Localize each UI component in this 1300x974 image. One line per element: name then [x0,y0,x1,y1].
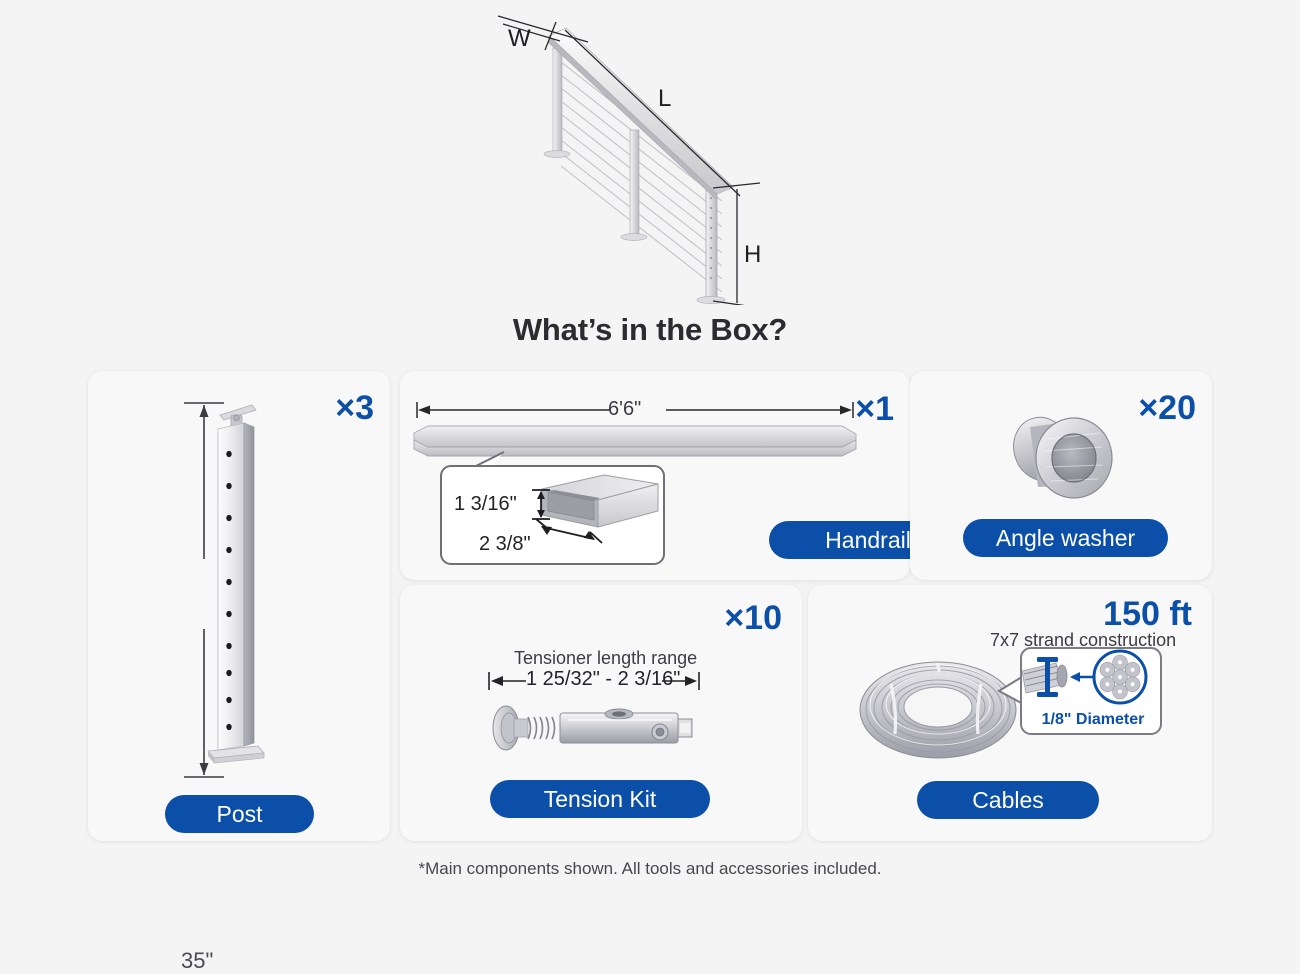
quantity-badge-tension-kit: ×10 [724,599,782,637]
post-illustration [207,404,265,764]
card-handrail[interactable]: ×1 6'6" [400,371,967,580]
handrail-beam [548,27,734,201]
post-cable-holes [226,450,232,731]
card-angle-washer[interactable]: ×20 [910,371,1212,580]
cable-segment [1021,662,1068,694]
handrail-bar-illustration [413,425,857,457]
cable-construction-label: 7x7 strand construction [990,630,1177,650]
quantity-badge-cables: 150 ft [1103,595,1192,633]
post-base-plate [207,745,265,764]
label-pill-tension-kit[interactable]: Tension Kit [490,780,710,818]
left-post [543,47,571,158]
dimension-label-l: L [658,85,671,112]
angle-washer-illustration [1013,416,1113,499]
post-dimension-line [184,402,224,778]
handrail-length-dimension [416,402,854,418]
handrail-profile-height-label: 1 3/16" [454,493,517,515]
cable-diameter-callout: 1/8" Diameter [1020,647,1162,735]
page-title: What’s in the Box? [512,312,788,347]
cable-coil-illustration [859,661,1017,759]
components-grid: ×3 [88,371,1212,973]
tensioner-range-value: 1 25/32" - 2 3/16" [526,668,681,690]
cable-strand-diagram [1021,649,1148,705]
post-dimension-label: 35" [181,948,214,973]
cable-diameter-label: 1/8" Diameter [1041,711,1145,728]
label-pill-cables[interactable]: Cables [917,781,1099,819]
quantity-badge-angle-washer: ×20 [1138,389,1196,427]
dimension-label-h: H [744,241,761,268]
right-post [696,185,726,304]
tensioner-range-dimension [488,672,700,690]
card-cables[interactable]: 150 ft 7x7 strand construction [808,585,1212,841]
handrail-cross-section-callout: 1 3/16" 2 3/8" [440,465,665,565]
label-pill-post[interactable]: Post [165,795,314,833]
handrail-profile-width-label: 2 3/8" [479,533,531,555]
dimension-l [564,29,741,197]
hero-diagram: W L H [0,0,1300,305]
card-post[interactable]: ×3 [88,371,390,973]
label-pill-angle-washer[interactable]: Angle washer [963,519,1168,557]
dimension-h [712,182,761,305]
middle-post [620,129,648,241]
strand-cross-section [1070,649,1148,705]
tensioner-illustration [492,705,693,751]
footnote: *Main components shown. All tools and ac… [418,859,882,878]
card-tension-kit[interactable]: ×10 Tensioner length range 1 25/32" - 2 … [400,585,802,841]
railing-illustration: W L H [497,15,761,305]
diameter-marker-icon [1037,657,1058,697]
handrail-length-label: 6'6" [608,398,642,420]
tensioner-range-title: Tensioner length range [514,648,698,668]
quantity-badge-post: ×3 [335,389,374,427]
quantity-badge-handrail: ×1 [855,390,894,428]
dimension-label-w: W [508,25,531,52]
handrail-profile-illustration [532,474,659,544]
cable-lines [560,61,723,293]
